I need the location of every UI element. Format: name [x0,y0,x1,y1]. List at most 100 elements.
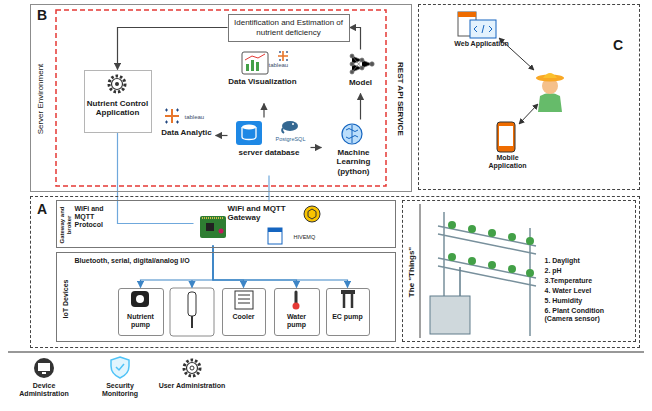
farmer-icon [538,93,562,112]
file-icon [268,228,282,244]
device-admin-icon [34,358,54,378]
brain-icon [346,125,358,143]
node-text: EC pump [332,313,363,321]
hydroponic-rack [488,261,496,269]
band-label: Gateway and broker [58,203,72,247]
gear-icon [184,360,200,376]
raspberry-pi-icon [206,223,214,231]
database-icon [242,125,256,130]
brain-icon [342,124,362,144]
server-environment-panel: B Server Environment REST API SERVICE Ident… [30,4,412,192]
hydroponic-rack [448,221,456,229]
footer-rule [8,351,644,352]
node-text: Nutrient Control Application [87,99,149,118]
connector [118,28,228,70]
chart-icon [245,54,265,60]
chart-icon [251,60,254,71]
server-boundary [56,10,386,186]
protocol-label: WiFi and MQTT Protocol [75,205,113,230]
pump-icon [131,291,149,307]
water-pump-icon [295,292,298,303]
node-text: Model [349,78,372,88]
connector [268,176,269,202]
admin-label: Device Administration [12,382,76,399]
network-icon [350,62,354,66]
cooler-icon [235,291,253,309]
tableau-icon [165,109,179,123]
connector [263,104,264,118]
database-icon [282,128,284,133]
node-text: Web Application [454,40,508,48]
shield-icon [111,357,129,378]
tableau-icon [165,109,179,124]
footer-rule [8,352,644,353]
sensor-box [170,288,214,336]
gear-icon [109,76,125,92]
chart-icon [246,64,249,71]
chart-icon [278,51,288,61]
side-label: The "Things" [407,222,417,322]
api-label: REST API SERVICE [395,34,405,164]
mobile-app: Mobile Application [476,120,540,180]
logo-text: tableau [185,114,211,121]
list-item: 4. Water Level [545,287,633,295]
logo-text: PostgreSQL [276,136,308,143]
network-icon [360,58,364,62]
network-icon [350,70,354,74]
node-text: Data Visualization [228,77,296,87]
device-box: Cooler [222,288,266,336]
sensor-box [188,292,196,316]
shield-icon [111,357,129,378]
sensor-box [191,316,193,328]
hydroponic-rack [526,237,534,245]
database-box: server databasePostgreSQL [228,118,311,176]
tableau-icon [165,109,179,124]
process-box: Identification and Estimation of nutrien… [228,14,350,42]
file-icon [268,228,282,244]
bus-label: Bluetooth, serial, digital/analog I/O [75,257,195,265]
database-icon [242,127,256,140]
broker-logo [308,209,316,219]
gear-icon [187,363,198,374]
water-pump-icon [293,303,300,310]
broker-logo [304,206,320,222]
pump-icon [136,295,144,303]
list-item: 1. Daylight [545,257,633,265]
things-divider [420,204,421,338]
panel-letter: C [613,37,631,54]
user-link-arrow [519,104,538,124]
visualization-tool: Data Visualizationtableau [225,50,301,104]
pump-icon [131,291,149,307]
node-text: Identification and Estimation of nutrien… [231,18,347,37]
gear-icon [190,366,194,370]
panel-letter: B [37,7,53,24]
cooler-icon [238,295,250,303]
web-icon [458,12,476,17]
hydroponic-rack [448,221,534,277]
node-text: Machine Learning (python) [324,148,384,177]
connector [350,28,361,50]
sensor-wire [192,280,193,288]
list-item: 3.Temperature [545,277,633,285]
hydroponic-rack [488,229,496,237]
network-icon [350,54,354,58]
gear-icon [115,82,119,86]
sensor-box [170,288,214,336]
hydroponic-rack [526,269,534,277]
node-text: Water pump [277,313,317,330]
user-link-arrow [499,38,538,124]
device-box: Water pump [274,288,320,336]
web-icon [458,12,496,38]
web-app: Web Application [452,10,512,63]
node-text: Mobile Application [478,154,538,171]
device-admin-icon [38,363,50,371]
phone-icon [499,126,513,146]
side-label: Server Environment [36,39,46,159]
file-icon [268,228,282,232]
ec-pump-icon [344,294,352,308]
hydroponic-rack [508,265,516,273]
list-item: 6. Plant Condition (Camera sensor) [545,307,633,324]
server-boundary [56,10,386,186]
